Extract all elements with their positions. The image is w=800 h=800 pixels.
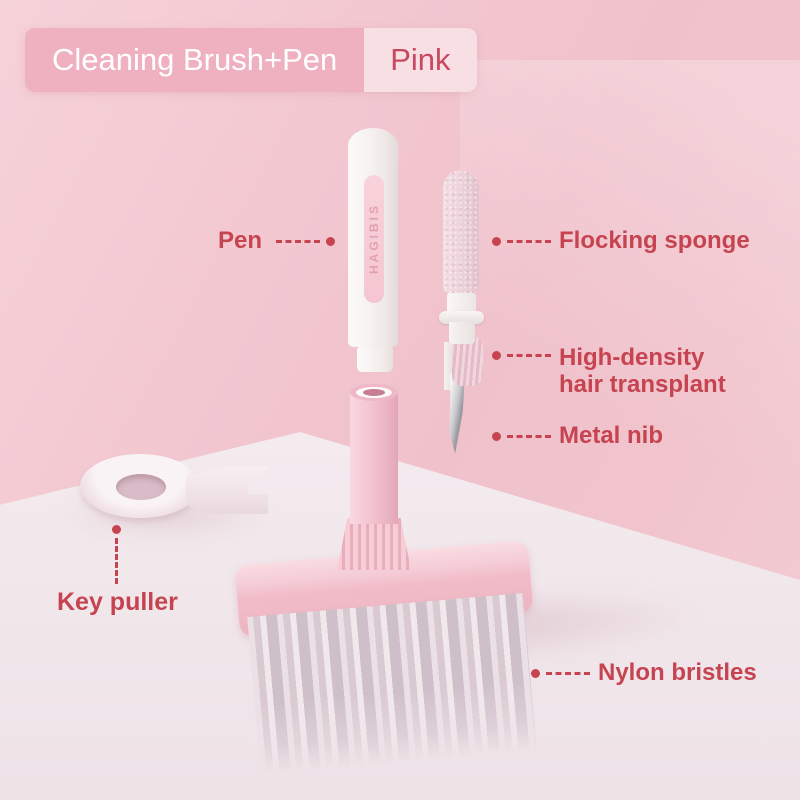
metal-nib-label: Metal nib (559, 422, 664, 449)
cleaning-pen-stem (444, 342, 454, 390)
nylon-bristles-graphic (247, 592, 537, 777)
tube-inner-hole (363, 389, 385, 396)
cleaning-pen-collar-bottom (449, 322, 475, 344)
key-puller-hole (116, 474, 166, 500)
leader-line (507, 239, 551, 243)
callout-dot (492, 431, 501, 441)
leader-line-vertical (115, 538, 118, 584)
wall-light-band (460, 60, 800, 540)
brush-socket-tube (350, 392, 398, 524)
high-density-line1: High-density (559, 344, 705, 371)
callout-dot (531, 668, 540, 678)
callout-high-density: High-density hair transplant (492, 344, 726, 398)
brush-socket-flare (337, 518, 411, 570)
hair-brush-tuft (452, 336, 483, 386)
callout-flocking-sponge: Flocking sponge (492, 227, 750, 255)
pen-tip (357, 347, 393, 372)
flocking-sponge-label: Flocking sponge (559, 227, 750, 254)
callout-nylon-bristles: Nylon bristles (531, 659, 757, 687)
high-density-line2: hair transplant (559, 371, 726, 398)
header-badge: Cleaning Brush+Pen Pink (25, 28, 477, 92)
cleaning-pen-flange (439, 311, 484, 324)
key-puller-label: Key puller (57, 588, 178, 616)
product-title: Cleaning Brush+Pen (25, 28, 365, 92)
cleaning-pen-collar-top (447, 293, 476, 313)
pen-label: Pen (218, 227, 263, 254)
callout-dot (492, 351, 501, 360)
variant-badge: Pink (364, 28, 477, 92)
pen-brand-panel: HAGIBIS (364, 175, 384, 303)
leader-line (276, 239, 321, 243)
nylon-bristles-label: Nylon bristles (598, 659, 757, 686)
callout-pen: Pen (218, 227, 336, 255)
callout-dot (112, 525, 121, 534)
brand-label: HAGIBIS (367, 203, 381, 275)
leader-line (507, 434, 551, 438)
leader-line (546, 671, 590, 675)
leader-line (507, 354, 551, 357)
high-density-label: High-density hair transplant (559, 344, 726, 398)
flocking-sponge-tip (443, 170, 479, 295)
callout-dot (492, 236, 501, 246)
callout-dot (326, 236, 336, 246)
leader-wrap (492, 351, 559, 360)
callout-metal-nib: Metal nib (492, 422, 663, 450)
